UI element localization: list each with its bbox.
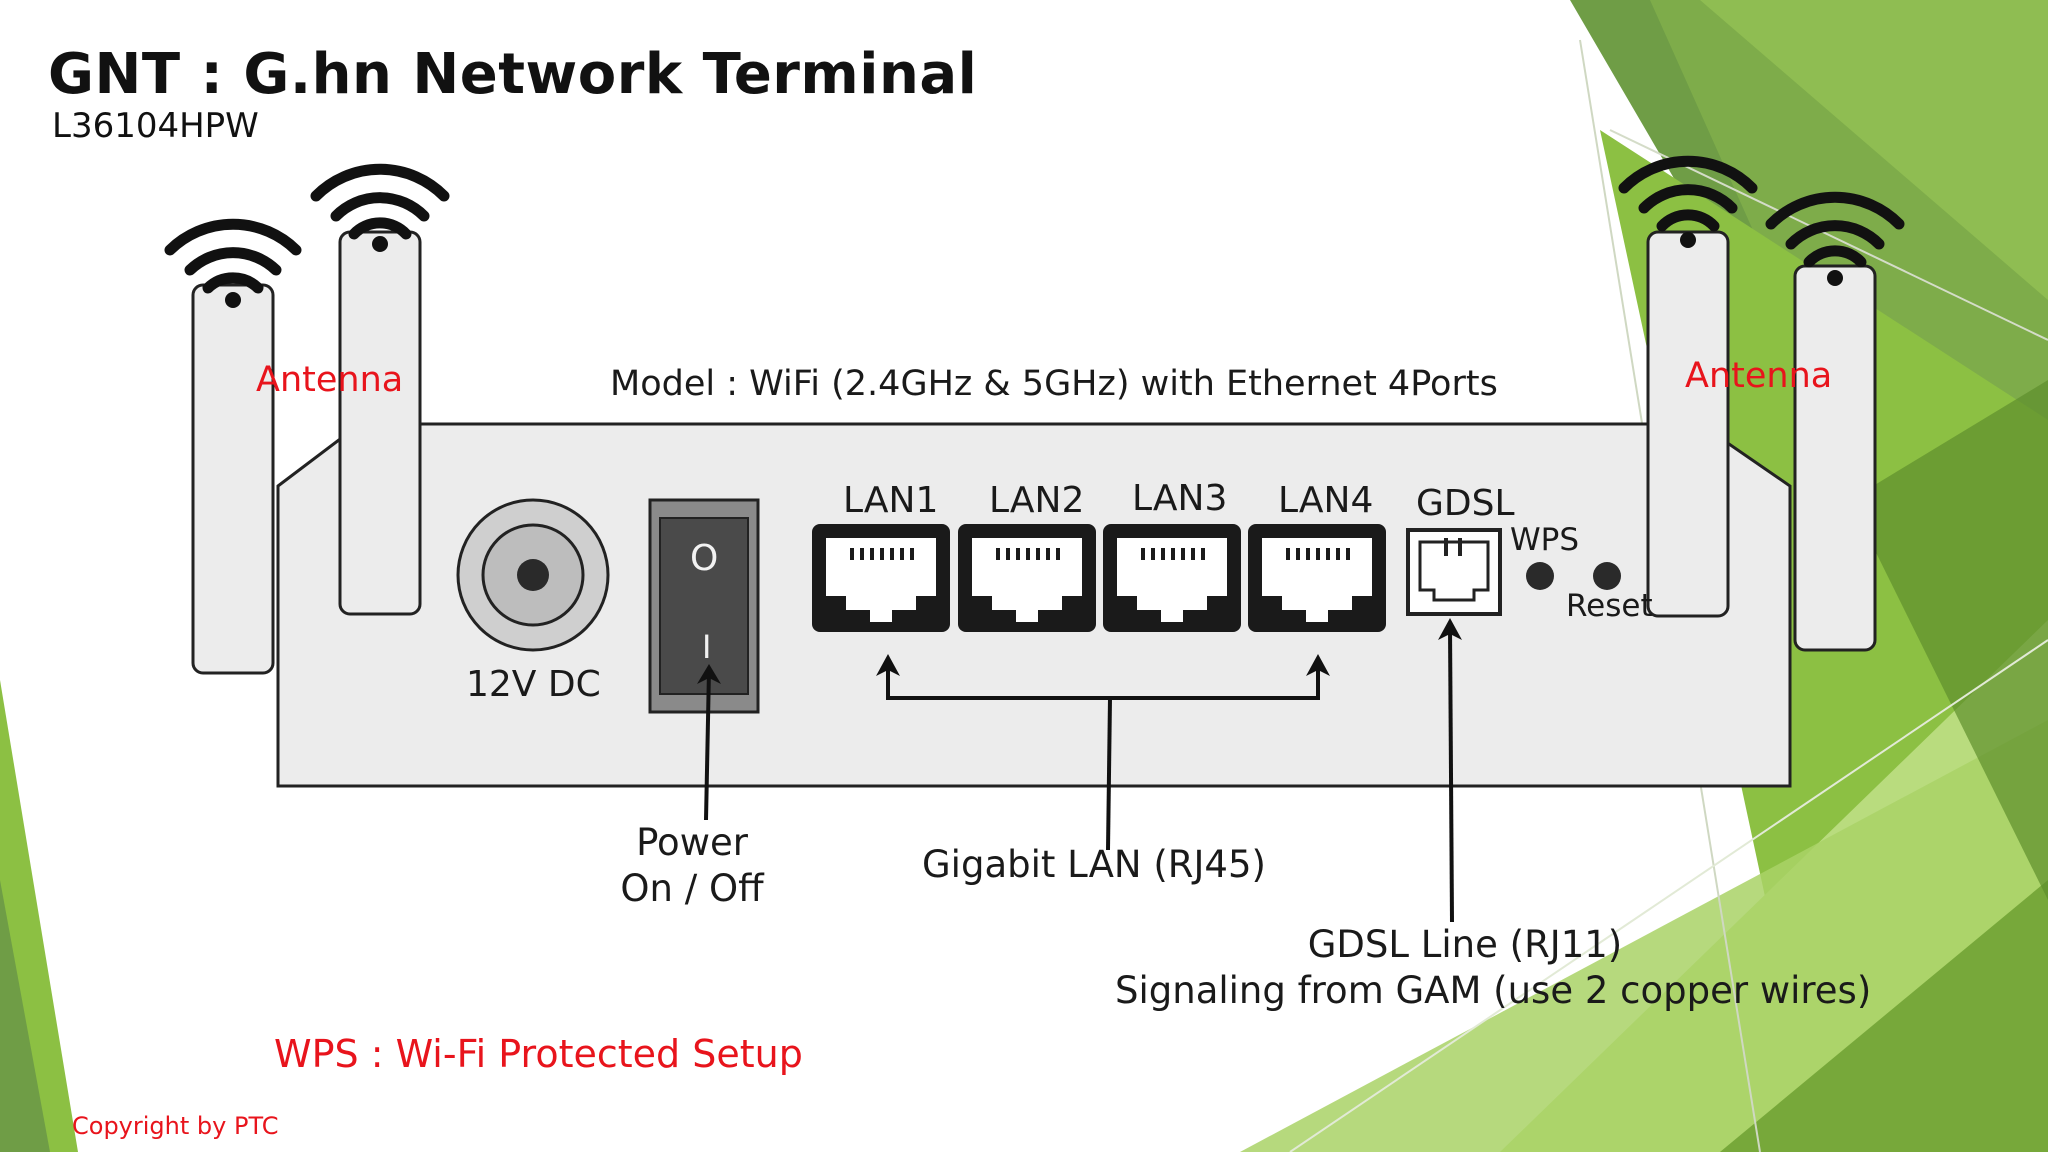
lan2-label: LAN2 [989,480,1085,521]
switch-off-symbol: I [702,628,712,666]
left-antennas [191,230,422,675]
rj45-port [958,524,1096,632]
switch-on-symbol: O [690,538,719,579]
antenna-left-outer [191,283,275,675]
rj45-port [1103,524,1241,632]
antenna-right-inner [1646,230,1730,618]
wps-definition: WPS : Wi-Fi Protected Setup [274,1032,803,1076]
power-callout-line1: Power [636,821,748,864]
model-description: Model : WiFi (2.4GHz & 5GHz) with Ethern… [610,364,1498,404]
wifi-icon [1618,155,1758,232]
callout-arrows [704,627,1454,923]
lan-bracket [886,670,1320,700]
dc-jack-label: 12V DC [466,664,601,705]
arrow-head [1306,654,1330,676]
reset-label: Reset [1566,588,1653,624]
antenna-left-label: Antenna [256,360,404,400]
gdsl-arrow-line [1448,627,1454,923]
lan-arrow-line [1106,697,1112,851]
arrow-heads [697,618,1462,684]
arrow-head [1438,618,1462,640]
power-arrow-line [704,669,711,821]
wifi-icon [164,218,302,294]
dc-power-jack [456,498,610,652]
wifi-icon [310,163,450,240]
gdsl-callout-line1: GDSL Line (RJ11) [1307,923,1623,966]
antenna-left-inner [338,230,422,616]
lan-ports [812,524,1386,632]
lan-callout: Gigabit LAN (RJ45) [922,843,1266,886]
wifi-icon [1765,191,1905,268]
antenna-right-label: Antenna [1685,356,1833,396]
right-antennas [1646,230,1877,652]
reset-button [1593,562,1621,590]
arrow-head [876,654,900,676]
wps-label: WPS [1510,522,1580,558]
arrow-head [697,664,721,684]
rj45-port [1248,524,1386,632]
lan1-label: LAN1 [843,480,939,521]
gdsl-callout: GDSL Line (RJ11) Signaling from GAM (use… [1115,922,1872,1014]
rj45-port [812,524,950,632]
lan4-label: LAN4 [1278,480,1374,521]
model-number: L36104HPW [52,106,259,146]
copyright: Copyright by PTC [72,1112,279,1140]
wps-button [1526,562,1554,590]
lan3-label: LAN3 [1132,478,1228,519]
power-callout: Power On / Off [592,820,792,912]
rj11-port [1406,528,1502,616]
gdsl-callout-line2: Signaling from GAM (use 2 copper wires) [1115,969,1872,1012]
power-callout-line2: On / Off [620,867,764,910]
page-title: GNT : G.hn Network Terminal [48,42,978,107]
gdsl-label: GDSL [1416,483,1515,524]
antenna-right-outer [1793,264,1877,652]
